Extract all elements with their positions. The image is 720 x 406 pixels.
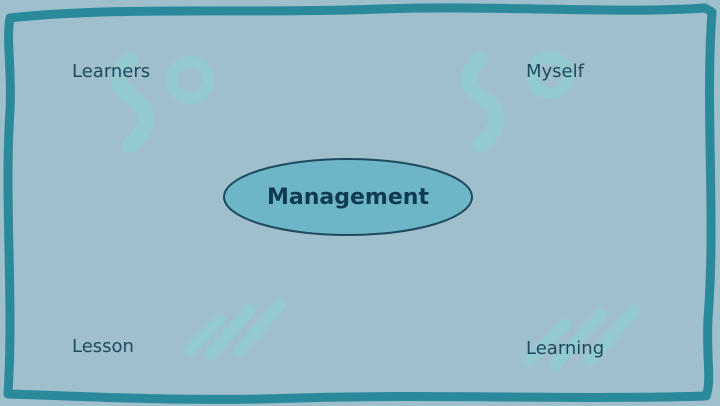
node-lesson: Lesson	[72, 336, 134, 357]
center-node: Management	[222, 157, 474, 237]
node-myself: Myself	[526, 61, 584, 82]
watermark-logo-top-left	[110, 52, 214, 153]
center-node-label: Management	[267, 184, 429, 210]
watermark-logo-top-right	[460, 51, 574, 153]
watermark-logo-bottom-right	[524, 304, 641, 371]
node-learning: Learning	[526, 338, 605, 359]
center-ellipse	[223, 158, 473, 236]
watermark-logo-bottom-left	[184, 299, 286, 361]
node-learners: Learners	[72, 61, 151, 82]
